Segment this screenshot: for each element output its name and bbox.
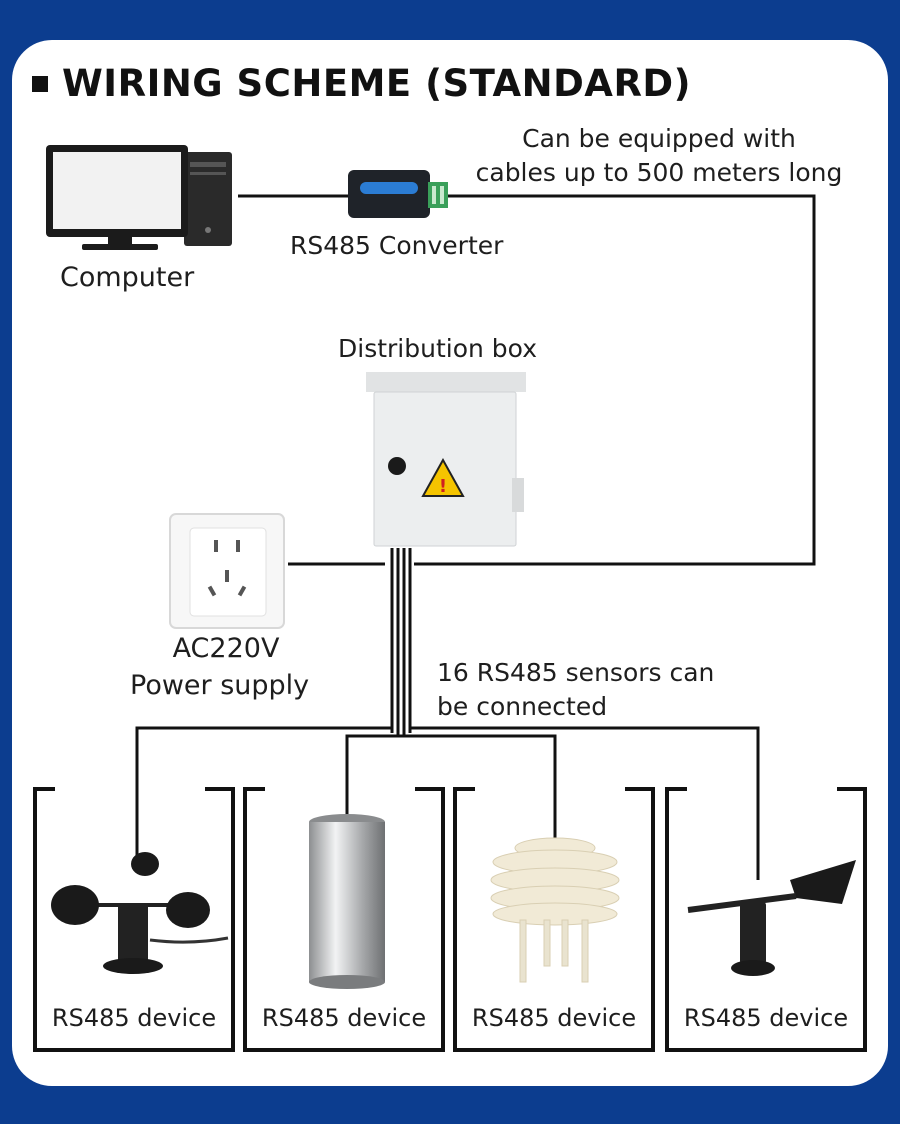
device-label-3: RS485 device — [471, 1004, 637, 1032]
cable-note-line-2: cables up to 500 meters long — [475, 158, 843, 187]
power-label-line-1: AC220V — [172, 633, 280, 664]
svg-text:!: ! — [439, 476, 447, 497]
power-socket-icon — [169, 513, 285, 629]
title-bullet — [32, 76, 48, 92]
anemometer-icon — [51, 852, 229, 974]
rain-gauge-icon — [309, 814, 385, 989]
radiation-shield-icon — [490, 837, 620, 983]
wind-vane-icon — [687, 860, 856, 976]
distribution-box-icon: ! — [366, 372, 526, 547]
rs485-converter-icon — [348, 170, 448, 218]
power-label-line-2: Power supply — [130, 670, 310, 701]
device-label-1: RS485 device — [51, 1004, 217, 1032]
computer-icon — [46, 145, 232, 250]
wiring-lines — [135, 194, 816, 880]
computer-label: Computer — [60, 262, 195, 293]
page-title: WIRING SCHEME (STANDARD) — [62, 62, 692, 105]
device-brackets — [33, 787, 867, 1052]
distribution-box-label: Distribution box — [338, 334, 537, 363]
cable-note-line-1: Can be equipped with — [522, 124, 796, 153]
sensors-note-line-2: be connected — [437, 692, 608, 721]
device-label-2: RS485 device — [261, 1004, 427, 1032]
device-label-4: RS485 device — [683, 1004, 849, 1032]
converter-label: RS485 Converter — [290, 231, 504, 260]
sensors-note-line-1: 16 RS485 sensors can — [437, 658, 715, 687]
